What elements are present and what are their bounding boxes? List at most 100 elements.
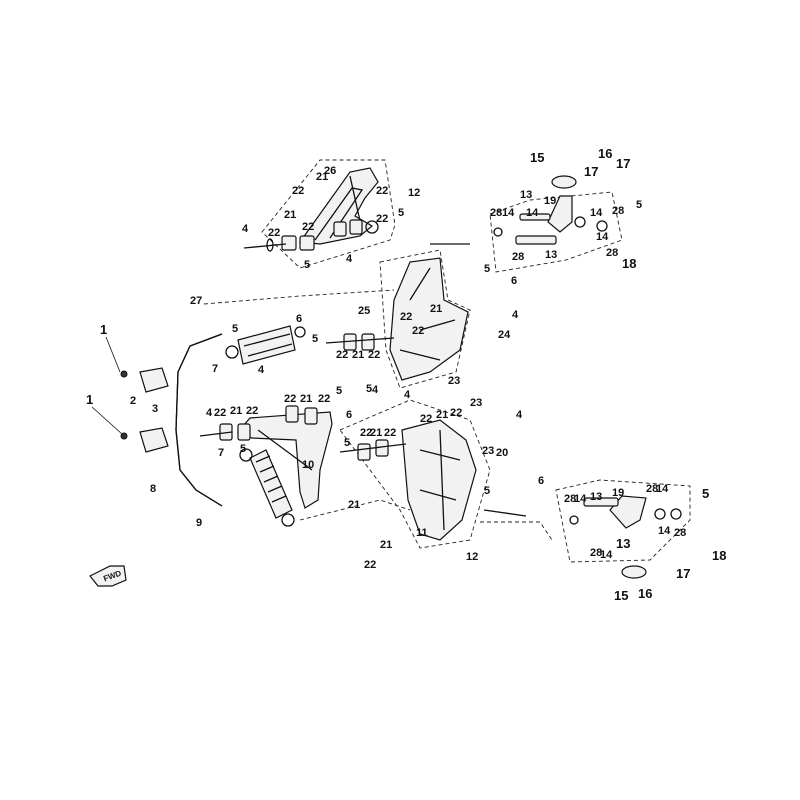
callout-c21i: 21 bbox=[380, 539, 392, 551]
leader-c1b bbox=[91, 406, 123, 435]
callout-c13b: 13 bbox=[545, 249, 557, 261]
callout-c18a: 18 bbox=[622, 256, 636, 271]
callout-c5j: 5 bbox=[344, 437, 350, 449]
callout-c23a: 23 bbox=[448, 375, 460, 387]
callout-c1b: 1 bbox=[86, 392, 93, 407]
callout-c24: 24 bbox=[498, 329, 511, 341]
callout-c8: 8 bbox=[150, 483, 156, 495]
callout-c22g: 22 bbox=[412, 325, 424, 337]
callout-c22d: 22 bbox=[376, 185, 388, 197]
callout-c21a: 21 bbox=[316, 171, 328, 183]
callout-c22b: 22 bbox=[268, 227, 280, 239]
callout-c6c: 6 bbox=[346, 409, 352, 421]
callout-c21j: 21 bbox=[348, 499, 360, 511]
callout-c27: 27 bbox=[190, 295, 202, 307]
callout-c4e: 4 bbox=[258, 364, 265, 376]
callout-c4b: 4 bbox=[346, 253, 353, 265]
callout-c28b: 28 bbox=[512, 251, 524, 263]
callout-c23c: 23 bbox=[482, 445, 494, 457]
callout-c28c: 28 bbox=[612, 205, 624, 217]
callout-c17a: 17 bbox=[616, 156, 630, 171]
callout-c17c: 17 bbox=[676, 566, 690, 581]
callout-c22r: 22 bbox=[364, 559, 376, 571]
callout-c21b: 21 bbox=[284, 209, 296, 221]
callout-c5d: 5 bbox=[232, 323, 238, 335]
callout-c12b: 12 bbox=[466, 551, 478, 563]
callout-c22f: 22 bbox=[400, 311, 412, 323]
callout-c28a: 28 bbox=[490, 207, 502, 219]
callout-c1a: 1 bbox=[100, 322, 107, 337]
callout-c17b: 17 bbox=[584, 164, 598, 179]
callout-c12a: 12 bbox=[408, 187, 420, 199]
leader-c1a bbox=[105, 336, 121, 373]
forward-direction-arrow: FWD bbox=[89, 565, 127, 587]
callout-c5b: 5 bbox=[304, 259, 310, 271]
callout-c22e: 22 bbox=[376, 213, 388, 225]
callout-c28f: 28 bbox=[590, 547, 602, 559]
upper-knuckle-bracket bbox=[325, 249, 471, 389]
callout-c21d: 21 bbox=[352, 349, 364, 361]
parts-layer: FWD bbox=[89, 159, 691, 587]
callout-c22o: 22 bbox=[384, 427, 396, 439]
callout-c3: 3 bbox=[152, 403, 158, 415]
callout-c4g: 4 bbox=[404, 389, 411, 401]
callout-c18b: 18 bbox=[712, 548, 726, 563]
callout-c6a: 6 bbox=[296, 313, 302, 325]
callout-c14g: 14 bbox=[656, 483, 669, 495]
callout-c5f: 5 bbox=[636, 199, 642, 211]
callout-c14h: 14 bbox=[658, 525, 671, 537]
lower-knuckle-bracket bbox=[339, 399, 491, 549]
callout-c21h: 21 bbox=[436, 409, 448, 421]
upper-a-arm-assembly bbox=[243, 159, 396, 269]
lower-a-arm-assembly bbox=[199, 405, 333, 509]
callout-c9: 9 bbox=[196, 517, 202, 529]
callout-c4h: 4 bbox=[516, 409, 523, 421]
callout-c13d: 13 bbox=[616, 536, 630, 551]
leader-layer bbox=[91, 336, 123, 435]
callout-c14b: 14 bbox=[526, 207, 539, 219]
callout-c28e: 28 bbox=[564, 493, 576, 505]
callout-c21c: 21 bbox=[430, 303, 442, 315]
callout-c11: 11 bbox=[416, 527, 428, 539]
callout-c22m: 22 bbox=[318, 393, 330, 405]
callout-c23b: 23 bbox=[470, 397, 482, 409]
callout-c5k: 5 bbox=[484, 485, 490, 497]
callout-c14e: 14 bbox=[574, 493, 587, 505]
callout-c16b: 16 bbox=[638, 586, 652, 601]
callout-c22q: 22 bbox=[450, 407, 462, 419]
callout-c14d: 14 bbox=[596, 231, 609, 243]
callout-c25: 25 bbox=[358, 305, 370, 317]
callout-c26: 26 bbox=[324, 165, 336, 177]
upper-bearing-bracket bbox=[489, 175, 623, 273]
callout-c6b: 6 bbox=[511, 275, 517, 287]
stabilizer-bar bbox=[120, 333, 223, 507]
callout-c22c: 22 bbox=[302, 221, 314, 233]
callout-c15a: 15 bbox=[530, 150, 544, 165]
callout-c5e: 5 bbox=[312, 333, 318, 345]
callout-c6d: 6 bbox=[538, 475, 544, 487]
callout-c21g: 21 bbox=[370, 427, 382, 439]
callout-c10: 10 bbox=[302, 459, 314, 471]
callout-c21e: 21 bbox=[230, 405, 242, 417]
callout-c20: 20 bbox=[496, 447, 508, 459]
callout-c21f: 21 bbox=[300, 393, 312, 405]
callout-c22l: 22 bbox=[284, 393, 296, 405]
callout-c28g: 28 bbox=[646, 483, 658, 495]
callout-c28d: 28 bbox=[606, 247, 618, 259]
callout-c22h: 22 bbox=[336, 349, 348, 361]
callout-c28h: 28 bbox=[674, 527, 686, 539]
callout-c19a: 19 bbox=[544, 195, 556, 207]
callout-c5l: 5 bbox=[702, 486, 709, 501]
callout-c2: 2 bbox=[130, 395, 136, 407]
callout-c22a: 22 bbox=[292, 185, 304, 197]
callout-c22n: 22 bbox=[360, 427, 372, 439]
callout-c5g: 5 bbox=[240, 443, 246, 455]
callout-c4a: 4 bbox=[242, 223, 249, 235]
callout-c14f: 14 bbox=[600, 549, 613, 561]
callout-c4c: 4 bbox=[512, 309, 519, 321]
callout-c4f: 4 bbox=[372, 384, 379, 396]
callout-c4d: 4 bbox=[206, 407, 213, 419]
callout-c22i: 22 bbox=[368, 349, 380, 361]
